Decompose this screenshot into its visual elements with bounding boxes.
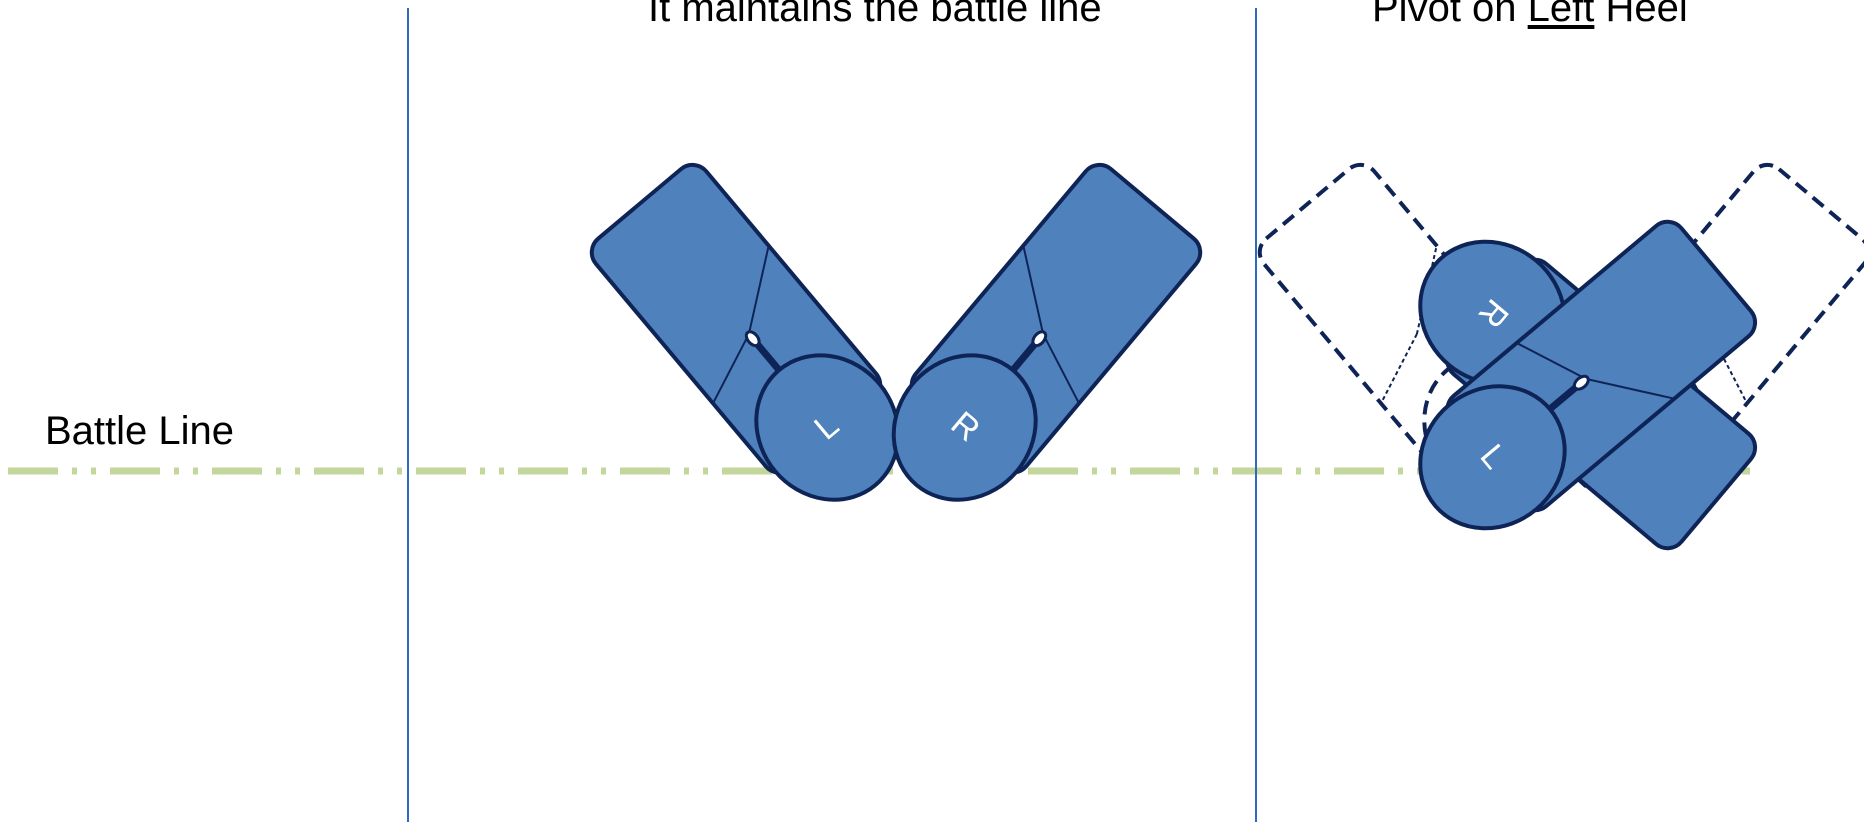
foot-middle-left: L bbox=[589, 162, 901, 502]
caption-prefix: Pivot on bbox=[1372, 0, 1528, 30]
foot-heel bbox=[754, 353, 901, 502]
foot-pivot-left: L bbox=[1418, 219, 1758, 531]
battle-line-label: Battle Line bbox=[45, 409, 235, 453]
caption-suffix: Heel bbox=[1594, 0, 1688, 30]
caption-emphasis: Left bbox=[1527, 0, 1595, 30]
right-panel-caption: Pivot on Left Heel bbox=[1372, 0, 1688, 28]
middle-panel-caption: It maintains the battle line bbox=[648, 0, 1102, 30]
foot-middle-right: R bbox=[891, 162, 1203, 502]
